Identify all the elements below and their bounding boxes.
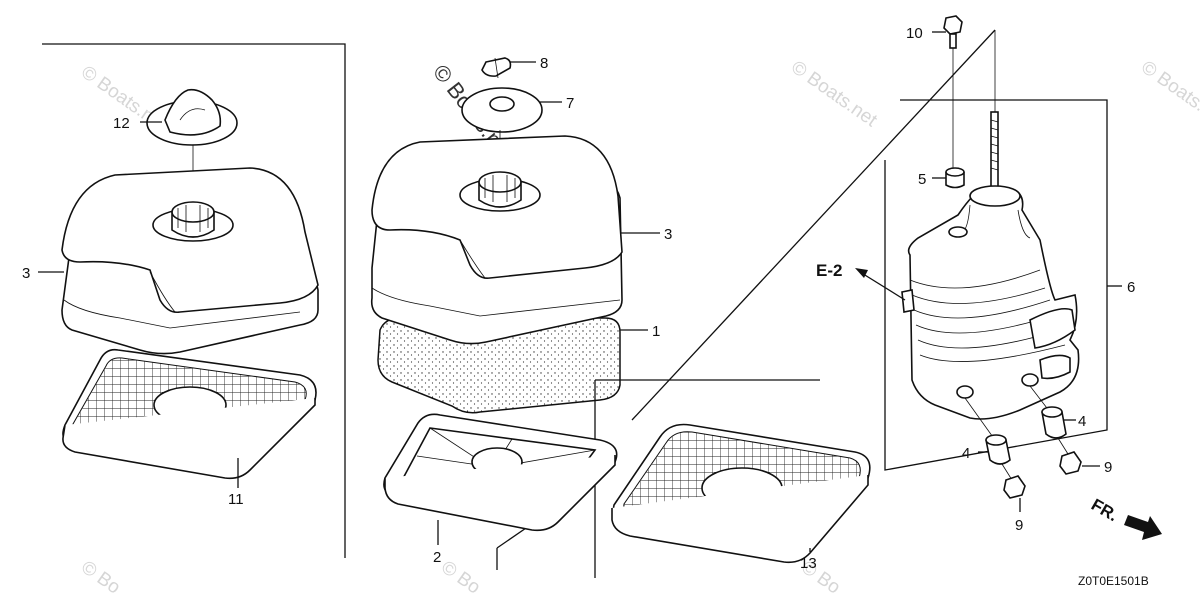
watermark-5: © Bo: [437, 557, 484, 599]
label-7: 7: [566, 95, 574, 112]
part-13-screen: [611, 423, 871, 564]
label-2: 2: [433, 549, 441, 566]
part-10-bolt: [943, 15, 963, 49]
watermark-2: © Boats.net: [787, 57, 881, 132]
label-6: 6: [1127, 279, 1135, 296]
part-2-base: [383, 413, 618, 532]
front-arrow: [1124, 515, 1162, 540]
left-assembly: [61, 88, 319, 480]
part-11-screen: [62, 348, 317, 480]
diagram-code: Z0T0E1501B: [1078, 574, 1149, 588]
watermark-4: © Bo: [77, 557, 124, 599]
label-11: 11: [228, 491, 244, 508]
label-9-left: 9: [1015, 517, 1023, 534]
label-5: 5: [918, 171, 926, 188]
stud: [990, 111, 999, 193]
label-1: 1: [652, 323, 660, 340]
label-12: 12: [113, 115, 130, 132]
leader-lines: [38, 31, 1122, 552]
part-4-mount-left: [964, 397, 1011, 465]
label-3-left: 3: [22, 265, 30, 282]
middle-assembly: [370, 57, 623, 532]
part-7-wing-nut: [461, 87, 543, 133]
label-10: 10: [906, 25, 923, 42]
label-8: 8: [540, 55, 548, 72]
part-12-wing-nut: [146, 88, 238, 146]
part-labels: 12 3 11 8 7 3 1 2 10 5 6 4 4 9 9 13 E-2 …: [22, 25, 1149, 588]
label-4-left: 4: [962, 445, 970, 462]
part-4-mount-right: [1029, 385, 1067, 439]
part-5-collar: [945, 167, 965, 189]
e2-arrow: [855, 268, 906, 301]
part-9-nut-right: [1057, 437, 1082, 475]
part-6-elbow: [901, 185, 1080, 420]
label-9-right: 9: [1104, 459, 1112, 476]
watermark-3: © Boats.net: [1137, 57, 1200, 132]
label-4-right: 4: [1078, 413, 1086, 430]
label-3-middle: 3: [664, 226, 672, 243]
part-8-clip: [481, 57, 512, 79]
group-lines: [42, 29, 1108, 578]
label-13: 13: [800, 555, 817, 572]
part-3-cover-middle: [370, 135, 623, 345]
front-label: FR.: [1088, 495, 1121, 525]
part-9-nut-left: [1001, 463, 1026, 499]
right-assembly: [611, 15, 1162, 564]
part-3-cover-left: [61, 167, 319, 355]
reference-e2: E-2: [816, 261, 842, 280]
